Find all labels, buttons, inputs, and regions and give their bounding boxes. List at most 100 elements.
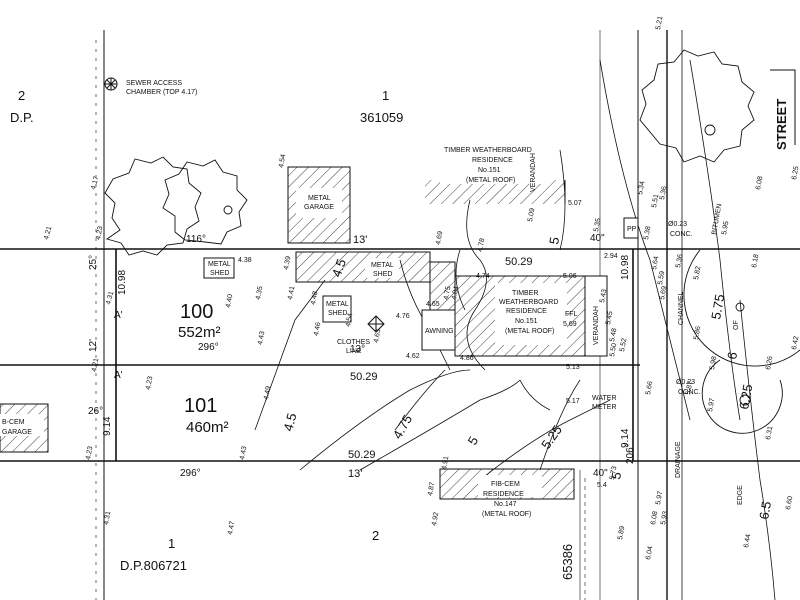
- spot-level: 5.64: [651, 256, 660, 271]
- spot-level: 4.35: [255, 286, 264, 301]
- adjoining-dp-label: D.P.806721: [120, 558, 187, 573]
- building-label: AWNING: [425, 328, 454, 335]
- lot-width: 9.14: [620, 428, 631, 448]
- sewer-label: SEWER ACCESS: [126, 80, 182, 87]
- spot-level: 4.69: [435, 231, 444, 246]
- building-label: (METAL ROOF): [482, 511, 531, 518]
- spot-level: 4.86: [460, 355, 474, 362]
- building-label: No.151: [478, 167, 501, 174]
- spot-level: 6.04: [645, 546, 654, 561]
- spot-level: 5.43: [599, 289, 608, 304]
- lot-width: 9.14: [102, 416, 113, 436]
- building-label: METAL: [326, 301, 349, 308]
- spot-level: 5.87: [685, 381, 694, 396]
- dp-number-vertical: 65386: [560, 544, 575, 580]
- spot-level: 6.18: [751, 254, 760, 269]
- building-label: No.151: [515, 318, 538, 325]
- lot-width: 10.98: [620, 255, 631, 280]
- contour-value: 5.25: [538, 422, 565, 451]
- contour-value: 4.5: [329, 257, 349, 279]
- contour-value: 6.25: [736, 383, 755, 411]
- spot-level: 5.34: [637, 181, 646, 196]
- building-label: METAL: [208, 261, 231, 268]
- spot-level: 4.43: [239, 446, 248, 461]
- spot-level: 5.95: [721, 221, 730, 236]
- spot-level: 4.39: [283, 256, 292, 271]
- street-corner-bracket: [770, 69, 796, 145]
- ffl-label: FFL: [565, 311, 578, 318]
- building-label: SHED: [210, 270, 229, 277]
- spot-level: 6.60: [785, 496, 794, 511]
- spot-level: 4.75: [443, 286, 452, 301]
- spot-level: 2.94: [604, 253, 618, 260]
- spot-level: 5.52: [619, 338, 628, 353]
- spot-level: 4.84: [451, 286, 460, 301]
- road-label: OF: [733, 320, 740, 330]
- verandah-main: [584, 275, 608, 357]
- spot-level: 5.66: [645, 381, 654, 396]
- spot-level: 5.93: [660, 511, 669, 526]
- adjoining-dp-label: D.P.: [10, 110, 34, 125]
- building-label: VERANDAH: [593, 306, 600, 345]
- lot-angle: 13': [348, 468, 362, 480]
- water-meter-label: WATER: [592, 395, 617, 402]
- spot-level: 4.87: [427, 482, 436, 497]
- dimension-label: 40": [590, 233, 605, 244]
- pp-label: PP: [627, 226, 637, 233]
- spot-level: 4.91: [441, 456, 450, 471]
- building-label: FIB-CEM: [491, 481, 520, 488]
- building-label: METAL: [371, 262, 394, 269]
- spot-level: 4.54: [278, 154, 287, 169]
- building-label: GARAGE: [2, 429, 32, 436]
- awning: [421, 309, 456, 351]
- pipe-label: CONC.: [678, 389, 701, 396]
- spot-level: 5.36: [659, 186, 668, 201]
- spot-level: 5.36: [675, 254, 684, 269]
- spot-level: 4.23: [95, 226, 104, 241]
- building-label: SHED: [373, 271, 392, 278]
- spot-level: 4.46: [313, 322, 322, 337]
- adjoining-dp-label: 361059: [360, 110, 403, 125]
- lot-width: 10.98: [117, 270, 128, 295]
- spot-level: 4.78: [477, 238, 486, 253]
- section-marker: A': [114, 370, 123, 381]
- dimension-label: 40": [593, 468, 608, 479]
- lot-bearing: 296°: [180, 468, 201, 479]
- building-label: RESIDENCE: [472, 157, 513, 164]
- spot-level: 6.25: [791, 166, 800, 181]
- boundary-lines: [0, 30, 800, 600]
- contour-value: 5: [608, 471, 624, 481]
- spot-level: 4.17: [90, 175, 100, 190]
- spot-level: 5.97: [707, 398, 716, 413]
- spot-level: 4.23: [145, 376, 154, 391]
- lot-length: 50.29: [505, 256, 533, 268]
- tree-left-1: [104, 156, 202, 256]
- contour-value: 5: [546, 236, 562, 246]
- building-label: (METAL ROOF): [505, 328, 554, 335]
- spot-level: 4.31: [103, 511, 112, 526]
- adjoining-lot-label: 2: [18, 88, 25, 103]
- dimension-label: 13°: [350, 344, 365, 355]
- water-meter-label: METER: [592, 404, 617, 411]
- spot-level: 5.86: [693, 326, 702, 341]
- building-label: TIMBER WEATHERBOARD: [444, 147, 532, 154]
- spot-level: 6.08: [755, 176, 764, 191]
- spot-level: 5.59: [657, 271, 666, 286]
- lot-number: 100: [180, 301, 213, 323]
- spot-level: 4.47: [227, 521, 236, 536]
- building-label: VERANDAH: [530, 153, 537, 192]
- labels: 2 D.P. 1 361059 1 D.P.806721 2 65386 100…: [2, 80, 789, 580]
- spot-level: 5.89: [617, 526, 626, 541]
- building-label: B-CEM: [2, 419, 25, 426]
- pipe-label: CONC.: [670, 231, 693, 238]
- spot-level: 5.48: [609, 328, 618, 343]
- spot-level: 5.69: [659, 286, 668, 301]
- building-label: METAL: [308, 195, 331, 202]
- ffl-value: 5.69: [563, 321, 577, 328]
- lot-number: 101: [184, 395, 217, 417]
- lot-length: 50.29: [350, 371, 378, 383]
- spot-level: 4.54: [345, 313, 354, 328]
- clothes-line-label: LINE: [346, 348, 362, 355]
- spot-level: 4.62: [406, 353, 420, 360]
